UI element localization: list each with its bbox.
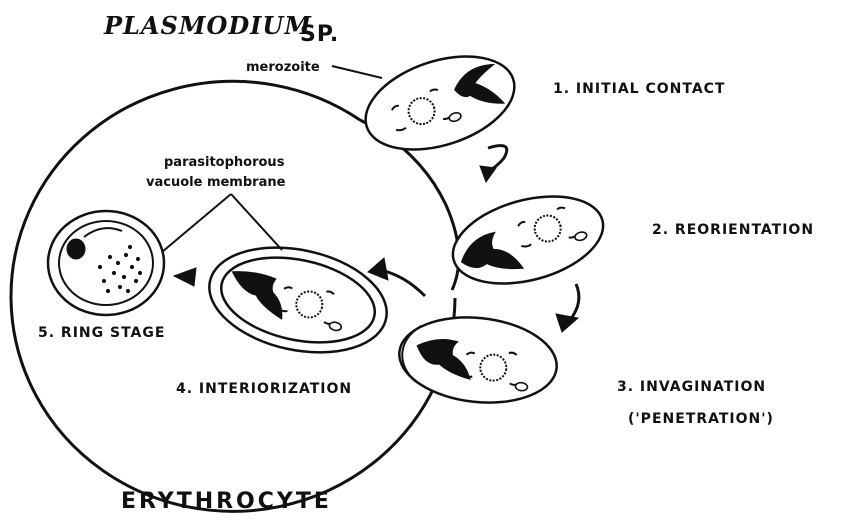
title-genus: PLASMODIUM <box>103 11 312 40</box>
pvm-label-line1: parasitophorous <box>164 155 285 170</box>
pvm-label-line2: vacuole membrane <box>146 175 286 190</box>
erythrocyte-label: ERYTHROCYTE <box>121 489 332 514</box>
merozoite-initial-contact <box>354 39 526 166</box>
step-1-label: 1. INITIAL CONTACT <box>553 81 725 97</box>
pvm-pointer-interiorized <box>231 194 282 250</box>
step-3-sublabel: ('PENETRATION') <box>628 411 774 427</box>
step-3-label: 3. INVAGINATION <box>617 379 766 395</box>
merozoite-reorientation <box>443 181 612 298</box>
step-4-label: 4. INTERIORIZATION <box>176 381 352 397</box>
merozoite-label: merozoite <box>246 60 320 75</box>
arrow-to-ring-stage <box>174 268 196 286</box>
merozoite-interiorization <box>200 232 397 367</box>
step-2-label: 2. REORIENTATION <box>652 222 814 238</box>
arrow-reorientation-to-invagination <box>556 284 579 332</box>
merozoite-invagination <box>395 310 561 410</box>
ring-stage-parasite <box>48 211 164 315</box>
arrow-contact-to-reorientation <box>480 146 507 182</box>
ring-stage-label: 5. RING STAGE <box>38 325 165 341</box>
merozoite-pointer <box>332 66 382 78</box>
title-suffix: SP. <box>300 22 339 47</box>
pvm-pointer-ring <box>162 194 231 252</box>
